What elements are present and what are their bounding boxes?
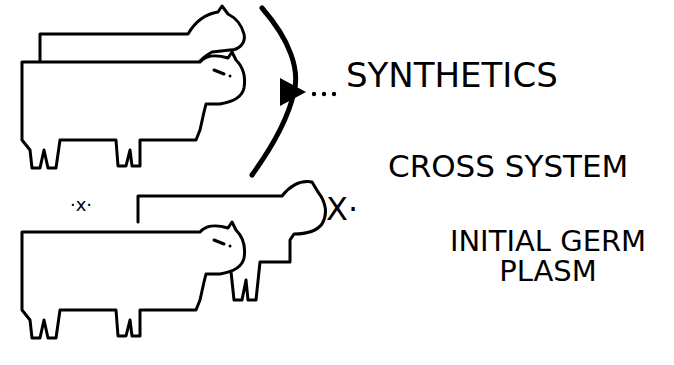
cross-symbol: X· <box>326 193 386 227</box>
cross-symbol: ·x· <box>70 196 130 215</box>
stage-label: SYNTHETICS <box>346 58 666 94</box>
stage-label: CROSS SYSTEM <box>388 150 668 183</box>
front-animal-outline <box>22 222 245 338</box>
arrow-head <box>280 78 306 106</box>
stage-label: INITIAL GERM PLASM <box>428 226 668 287</box>
front-animal-outline <box>22 52 245 168</box>
leader-dots <box>312 92 336 96</box>
